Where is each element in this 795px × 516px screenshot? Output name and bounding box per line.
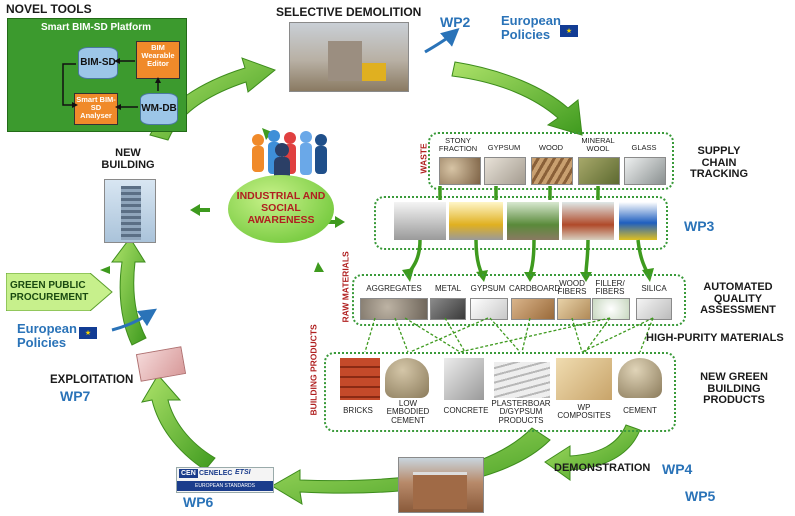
wp2-label: WP2 [440, 14, 471, 30]
product-tile-low-cement [385, 358, 429, 398]
small-arrow-1 [190, 204, 210, 216]
demonstration-photo [398, 457, 484, 513]
arrow-to-demonstration [544, 424, 641, 481]
standards-banner: EUROPEAN STANDARDS ORGANIZATIONS [177, 481, 273, 499]
new-building-label: NEW BUILDING [101, 147, 155, 171]
waste-tile-gypsum [484, 157, 526, 185]
raw-label-metal: METAL [434, 284, 462, 293]
machine-tile-4 [562, 202, 614, 240]
product-tile-concrete [444, 358, 484, 400]
machine-tile-2 [449, 202, 503, 240]
product-label-wp-composites: WP COMPOSITES [557, 403, 611, 421]
arrow-to-waste [451, 61, 583, 136]
waste-label-glass: GLASS [631, 143, 657, 152]
analyser-box: Smart BIM-SD Analyser [74, 93, 118, 125]
waste-label-wood: WOOD [538, 143, 564, 152]
machine-tile-3 [507, 202, 559, 240]
wp7-label: WP7 [60, 388, 91, 404]
small-arrow-5 [100, 266, 110, 274]
bim-sd-database: BIM-SD [78, 47, 118, 79]
etsi-logo: ETSI [235, 469, 251, 476]
awareness-label: INDUSTRIAL AND SOCIAL AWARENESS [236, 190, 326, 227]
cen-logo: CEN [179, 469, 198, 478]
wp3-label: WP3 [684, 218, 715, 234]
wearable-editor-box: BIM Wearable Editor [136, 41, 180, 79]
novel-tools-heading: NOVEL TOOLS [6, 2, 92, 16]
waste-tile-mineral-wool [578, 157, 620, 185]
new-green-products-label: NEW GREEN BUILDING PRODUCTS [700, 371, 768, 407]
raw-label-aggregates: AGGREGATES [366, 284, 422, 293]
demolition-photo [289, 22, 409, 92]
machine-tile-1 [394, 202, 446, 240]
waste-label-stony: STONY FRACTION [438, 136, 478, 153]
european-policies-left: European Policies [17, 321, 77, 351]
small-arrow-2 [325, 216, 345, 228]
machines-box [374, 196, 668, 250]
waste-tile-stony [439, 157, 481, 185]
selective-demolition-label: SELECTIVE DEMOLITION [276, 5, 422, 19]
raw-tile-gypsum [470, 298, 508, 320]
machine-tile-5 [619, 202, 657, 240]
raw-tile-filler-fibers [592, 298, 630, 320]
raw-label-filler-fibers: FILLER/ FIBERS [595, 279, 625, 297]
cenelec-logo: CENELEC [199, 470, 233, 477]
raw-tile-wood-fibers [557, 298, 591, 320]
product-label-bricks: BRICKS [343, 406, 373, 415]
product-tile-cement [618, 358, 662, 398]
raw-label-silica: SILICA [641, 284, 667, 293]
raw-tile-silica [636, 298, 672, 320]
raw-tile-metal [430, 298, 466, 320]
european-policies-top: European Policies [501, 13, 561, 43]
novel-tools-panel: Smart BIM-SD Platform BIM-SD BIM Wearabl… [7, 18, 187, 132]
raw-label-wood-fibers: WOOD FIBERS [557, 279, 587, 297]
wp4-label: WP4 [662, 461, 693, 477]
wp6-label: WP6 [183, 494, 214, 510]
wp5-label: WP5 [685, 488, 716, 504]
waste-label-gypsum: GYPSUM [487, 143, 521, 152]
supply-chain-label: SUPPLY CHAIN TRACKING [689, 145, 749, 181]
product-label-plasterboard: PLASTERBOAR D/GYPSUM PRODUCTS [491, 399, 551, 425]
small-arrow-3 [314, 262, 324, 272]
wm-db-database: WM-DB [140, 93, 178, 125]
product-tile-bricks [340, 358, 380, 400]
high-purity-label: HIGH-PURITY MATERIALS [646, 332, 784, 344]
raw-materials-box [352, 274, 686, 326]
raw-tile-aggregates [360, 298, 428, 320]
product-tile-wp-composites [556, 358, 612, 400]
exploitation-label: EXPLOITATION [50, 374, 134, 386]
demonstration-label: DEMONSTRATION [554, 462, 651, 474]
raw-tile-cardboard [511, 298, 555, 320]
eu-flag-left [79, 327, 97, 339]
platform-title: Smart BIM-SD Platform [40, 22, 151, 33]
policy-arrow-left [111, 308, 157, 332]
building-products-tag: BUILDING PRODUCTS [308, 324, 319, 416]
product-label-low-cement: LOW EMBODIED CEMENT [386, 399, 430, 425]
raw-label-cardboard: CARDBOARD [509, 284, 561, 293]
eu-flag-top [560, 25, 578, 37]
small-arrow-4 [262, 128, 272, 140]
product-label-cement: CEMENT [623, 406, 657, 415]
waste-tile-wood [531, 157, 573, 185]
policy-arrow-top [424, 28, 460, 54]
tools-connectors [62, 58, 161, 110]
building-products-box [324, 352, 676, 432]
green-procurement-arrow: GREEN PUBLIC PROCUREMENT [5, 272, 114, 312]
standards-logo: CEN CENELEC ETSI EUROPEAN STANDARDS ORGA… [176, 467, 274, 499]
new-building-photo [104, 179, 156, 243]
green-procurement-label: GREEN PUBLIC PROCUREMENT [10, 280, 89, 303]
awareness-ellipse: INDUSTRIAL AND SOCIAL AWARENESS [228, 175, 334, 243]
product-label-concrete: CONCRETE [443, 406, 489, 415]
automated-quality-label: AUTOMATED QUALITY ASSESSMENT [700, 281, 776, 317]
waste-label-mineral-wool: MINERAL WOOL [581, 136, 615, 153]
waste-tile-glass [624, 157, 666, 185]
product-tile-plasterboard [494, 362, 550, 398]
raw-label-gypsum: GYPSUM [470, 284, 506, 293]
